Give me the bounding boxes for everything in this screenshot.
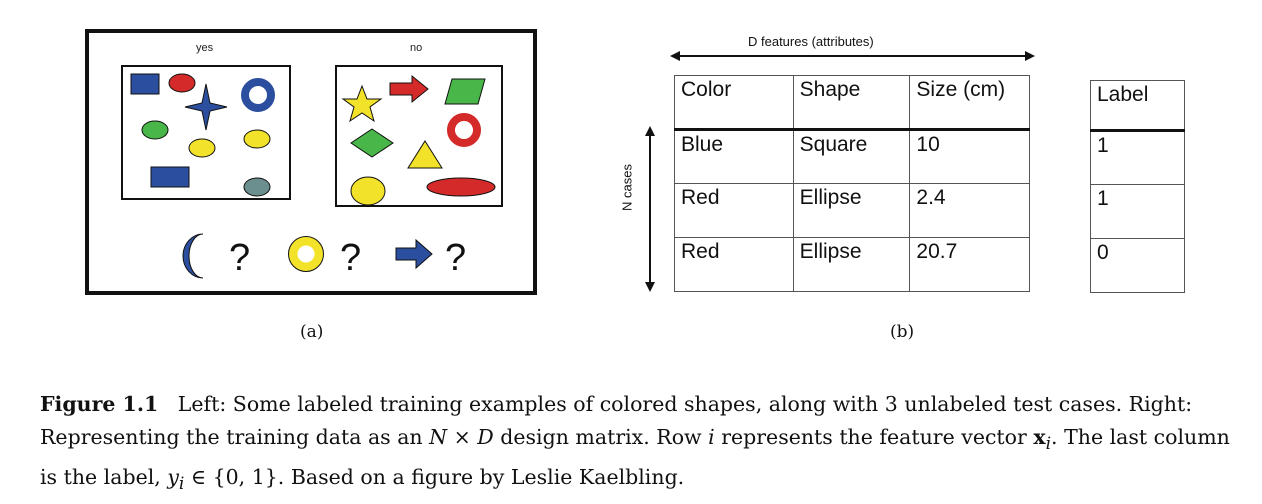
table-cell: 10: [909, 129, 1030, 184]
blue-rectangle-icon: [150, 166, 190, 188]
math-expression: ∈ {0, 1}: [184, 465, 278, 490]
math-subscript: i: [1045, 434, 1052, 455]
table-row: Red Ellipse 20.7: [674, 237, 1030, 292]
math-symbol: x: [1033, 425, 1046, 449]
math-symbol: N: [429, 425, 448, 449]
subcaption-b: (b): [890, 322, 915, 342]
question-mark: ?: [445, 237, 467, 279]
table-cell: Blue: [674, 129, 794, 184]
math-operator: ×: [447, 425, 478, 449]
table-row: Red Ellipse 2.4: [674, 183, 1030, 238]
label-header-row: Label: [1090, 80, 1185, 132]
figure-label: Figure 1.1: [40, 392, 159, 416]
math-symbol: D: [477, 425, 494, 449]
panel-a-frame: [85, 29, 537, 295]
label-cell: 1: [1090, 130, 1185, 185]
table-header-row: Color Shape Size (cm): [674, 75, 1030, 131]
header-cell: Size (cm): [909, 75, 1030, 131]
header-cell: Shape: [792, 75, 911, 131]
green-diamond-icon: [350, 128, 394, 158]
no-box: [335, 65, 503, 207]
table-cell: Square: [792, 129, 911, 184]
yes-box: [121, 65, 291, 200]
blue-rectangle-icon: [130, 73, 160, 95]
red-ellipse-icon: [168, 73, 196, 93]
no-label: no: [410, 42, 423, 54]
table-row: 0: [1090, 238, 1185, 293]
red-ellipse-icon: [426, 177, 496, 197]
blue-ring-icon: [241, 78, 275, 112]
caption-text: . Based on a figure by Leslie Kaelbling.: [277, 465, 685, 490]
red-arrow-icon: [389, 74, 429, 104]
cases-label: N cases: [619, 164, 635, 211]
red-ring-icon: [447, 113, 481, 147]
table-row: 1: [1090, 184, 1185, 239]
table-cell: 20.7: [909, 237, 1030, 292]
figure-caption: Figure 1.1 Left: Some labeled training e…: [40, 388, 1240, 501]
yellow-ellipse-icon: [243, 129, 271, 149]
caption-text: . The last column is the label,: [40, 425, 1230, 490]
math-symbol: i: [708, 425, 715, 449]
panel-a-shapes: [121, 65, 503, 279]
caption-text: represents the feature vector: [714, 425, 1034, 449]
table-cell: Red: [674, 237, 794, 292]
yellow-star-icon: [341, 84, 383, 123]
table-cell: Red: [674, 183, 794, 238]
label-cell: 1: [1090, 184, 1185, 239]
yes-label: yes: [196, 42, 214, 54]
features-arrow: [670, 51, 1035, 61]
cases-arrow: [645, 126, 655, 292]
features-title: D features (attributes): [748, 34, 874, 49]
yellow-ring-icon: [288, 236, 324, 272]
feature-table: Color Shape Size (cm) Blue Square 10 Red…: [674, 75, 1030, 292]
caption-text: design matrix. Row: [493, 425, 709, 449]
yellow-ring-outline: [288, 236, 324, 272]
green-ellipse-icon: [141, 120, 169, 140]
subcaption-a: (a): [300, 322, 324, 342]
math-subscript: i: [178, 474, 185, 495]
question-mark: ?: [340, 237, 362, 279]
label-cell: 0: [1090, 238, 1185, 293]
blue-crescent-icon: [182, 233, 204, 279]
math-symbol: y: [167, 465, 179, 490]
yellow-ellipse-icon: [350, 176, 386, 206]
question-mark: ?: [229, 237, 251, 279]
table-cell: Ellipse: [792, 237, 911, 292]
table-cell: Ellipse: [792, 183, 911, 238]
label-table: Label 1 1 0: [1090, 80, 1185, 293]
gray-ellipse-icon: [243, 177, 271, 197]
blue-arrow-icon: [395, 238, 433, 270]
header-cell: Color: [674, 75, 794, 131]
label-header-cell: Label: [1090, 80, 1185, 132]
yellow-triangle-icon: [407, 140, 443, 169]
table-cell: 2.4: [909, 183, 1030, 238]
table-row: 1: [1090, 130, 1185, 185]
blue-star-icon: [184, 83, 228, 131]
caption-text: Left: Some labeled training examples of …: [40, 392, 1193, 449]
table-row: Blue Square 10: [674, 129, 1030, 184]
yellow-ellipse-icon: [188, 138, 216, 158]
green-parallelogram-icon: [444, 78, 486, 105]
